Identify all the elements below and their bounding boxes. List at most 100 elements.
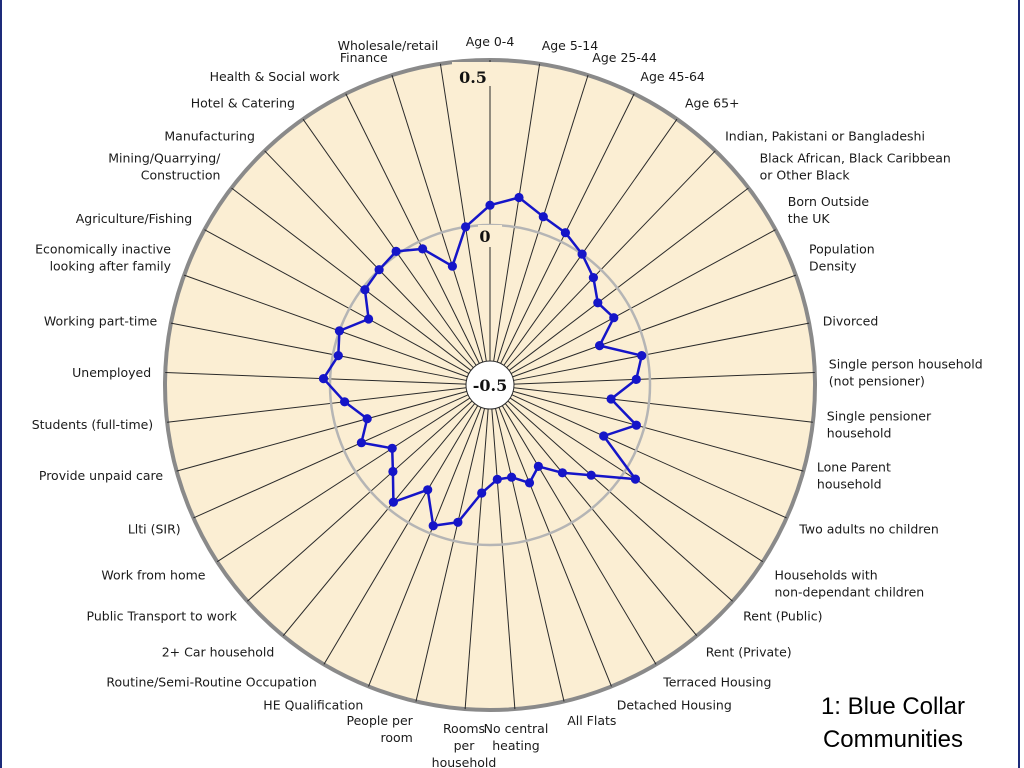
category-label: Finance — [340, 50, 388, 65]
radar-spoke — [167, 387, 467, 423]
radar-spoke — [513, 372, 815, 385]
series-point — [577, 249, 587, 259]
category-label: Age 65+ — [685, 96, 740, 111]
category-label: Terraced Housing — [662, 674, 771, 689]
category-label: Work from home — [101, 567, 205, 582]
series-point — [599, 431, 609, 441]
series-point — [388, 497, 398, 507]
series-point — [362, 414, 372, 424]
category-label: Students (full-time) — [32, 417, 153, 432]
radar-spoke — [503, 118, 678, 366]
category-label: Mining/Quarrying/Construction — [108, 151, 221, 183]
radar-spoke — [170, 322, 467, 381]
radar-spoke — [165, 372, 467, 385]
series-point — [557, 468, 568, 478]
radar-spoke — [493, 63, 541, 362]
category-label: 2+ Car household — [162, 645, 275, 660]
series-point — [606, 394, 616, 404]
category-label: Divorced — [823, 314, 879, 329]
caption-line-2: Communities — [822, 726, 964, 753]
series-point — [588, 273, 599, 283]
radar-spoke — [513, 390, 804, 472]
radar-spoke — [498, 407, 612, 687]
category-label: Agriculture/Fishing — [76, 211, 192, 226]
series-point — [418, 244, 428, 254]
category-label: Working part-time — [44, 314, 158, 329]
category-label: Detached Housing — [617, 697, 732, 712]
category-label: Age 0-4 — [466, 34, 515, 49]
radar-spoke — [512, 274, 797, 378]
radar-spoke — [511, 394, 787, 519]
series-point — [461, 222, 471, 232]
series-point — [514, 192, 524, 203]
radar-spoke — [264, 150, 474, 369]
series-point — [334, 326, 344, 336]
series-point — [340, 397, 350, 407]
radar-spoke — [176, 390, 467, 472]
radar-spoke — [183, 274, 468, 378]
radar-spoke — [506, 150, 716, 369]
radar-spoke — [345, 93, 480, 364]
series-point — [492, 474, 502, 484]
category-label: Age 45-64 — [640, 69, 705, 84]
series-point — [356, 438, 366, 448]
radar-spoke — [513, 387, 813, 423]
series-point — [630, 474, 641, 484]
radar-spoke — [491, 408, 516, 710]
radar-spoke — [507, 400, 733, 602]
series-point — [631, 420, 642, 430]
series-point — [428, 521, 438, 531]
category-label: Health & Social work — [210, 69, 341, 84]
category-label: Single person household(not pensioner) — [829, 357, 983, 389]
radar-spoke — [193, 394, 469, 519]
radar-spoke — [464, 408, 489, 710]
radar-spoke — [391, 74, 484, 363]
radar-spoke — [204, 229, 470, 374]
series-point — [593, 298, 603, 308]
radar-spoke — [247, 400, 473, 602]
category-label: Manufacturing — [164, 129, 255, 144]
series-point — [453, 517, 463, 527]
series-point — [595, 341, 605, 351]
series-point — [586, 470, 596, 480]
category-label: Age 5-14 — [542, 38, 599, 53]
series-point — [485, 200, 495, 210]
series-point — [333, 351, 343, 361]
series-point — [318, 374, 329, 384]
radar-spoke — [368, 407, 482, 687]
series-point — [447, 261, 457, 271]
series-point — [560, 228, 571, 238]
series-point — [391, 246, 401, 256]
ring-label-bg — [452, 62, 492, 86]
cluster-caption: 1: Blue Collar Communities — [798, 690, 988, 756]
radar-spoke — [323, 405, 479, 665]
category-label: Indian, Pakistani or Bangladeshi — [725, 129, 925, 144]
series-point — [637, 351, 647, 361]
ring-label-bg — [478, 225, 502, 247]
ring-label-zero: 0 — [479, 227, 490, 246]
series-point — [423, 485, 433, 495]
category-label: HE Qualification — [263, 697, 363, 712]
series-point — [387, 443, 397, 453]
radar-center-disc — [465, 360, 515, 410]
category-label: Wholesale/retail — [338, 38, 439, 53]
category-label: Provide unpaid care — [39, 468, 164, 483]
category-label: Routine/Semi-Routine Occupation — [106, 674, 316, 689]
category-label: Unemployed — [72, 365, 151, 380]
caption-line-1: 1: Blue Collar — [820, 693, 966, 720]
radar-spoke — [415, 408, 486, 702]
series-point — [477, 488, 487, 498]
radar-spoke — [439, 63, 487, 362]
category-label: Hotel & Catering — [191, 96, 295, 111]
series-point — [538, 212, 548, 222]
series-point — [631, 374, 641, 384]
